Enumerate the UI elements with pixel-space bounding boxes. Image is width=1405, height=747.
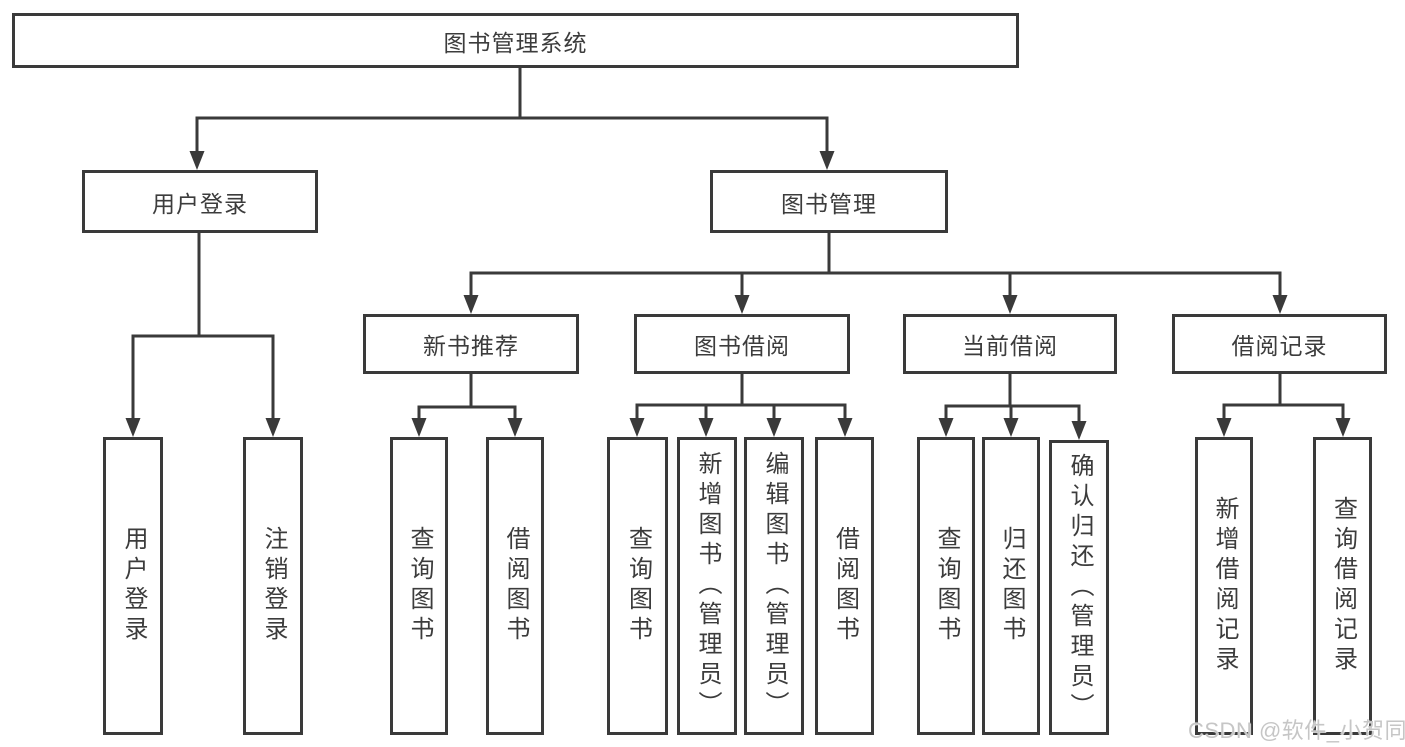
node-borrow-records: 借阅记录 — [1172, 314, 1387, 374]
node-label: 新书推荐 — [423, 333, 519, 359]
leaf-query-borrow-record: 查询借阅记录 — [1313, 437, 1372, 735]
node-label: 当前借阅 — [962, 333, 1058, 359]
leaf-borrow-books: 借阅图书 — [815, 437, 874, 735]
leaf-user-login: 用户登录 — [103, 437, 163, 735]
node-label: 借阅图书 — [831, 526, 859, 646]
node-new-book-recommend: 新书推荐 — [363, 314, 579, 374]
node-label: 查询借阅记录 — [1329, 496, 1357, 676]
node-label: 查询图书 — [624, 526, 652, 646]
node-book-management: 图书管理 — [710, 170, 948, 233]
node-label: 注销登录 — [260, 526, 287, 646]
node-current-borrow: 当前借阅 — [903, 314, 1117, 374]
node-user-login: 用户登录 — [82, 170, 318, 233]
leaf-query-books-recommend: 查询图书 — [390, 437, 448, 735]
node-label: 图书管理 — [781, 190, 877, 217]
leaf-add-borrow-record: 新增借阅记录 — [1195, 437, 1253, 735]
leaf-borrow-books-recommend: 借阅图书 — [486, 437, 544, 735]
node-label: 查询图书 — [406, 526, 433, 646]
node-label: 图书借阅 — [694, 333, 790, 359]
node-label: 新增借阅记录 — [1211, 496, 1238, 676]
leaf-return-books: 归还图书 — [982, 437, 1040, 735]
node-root-library-system: 图书管理系统 — [12, 13, 1019, 68]
node-book-borrow: 图书借阅 — [634, 314, 850, 374]
node-label: 查询图书 — [933, 526, 960, 646]
node-label: 确认归还（管理员） — [1066, 452, 1093, 723]
leaf-add-books-admin: 新增图书（管理员） — [677, 437, 737, 735]
node-label: 借阅记录 — [1231, 333, 1328, 359]
leaf-query-books-current: 查询图书 — [917, 437, 975, 735]
leaf-query-books-borrow: 查询图书 — [607, 437, 668, 735]
node-label: 用户登录 — [152, 190, 248, 217]
leaf-edit-books-admin: 编辑图书（管理员） — [744, 437, 804, 735]
node-label: 图书管理系统 — [443, 29, 588, 56]
node-label: 用户登录 — [120, 526, 147, 646]
leaf-logout: 注销登录 — [243, 437, 303, 735]
node-label: 归还图书 — [998, 526, 1025, 646]
leaf-confirm-return-admin: 确认归还（管理员） — [1049, 440, 1109, 735]
node-label: 编辑图书（管理员） — [761, 451, 788, 721]
node-label: 新增图书（管理员） — [694, 451, 721, 721]
node-label: 借阅图书 — [502, 526, 529, 646]
csdn-watermark: CSDN @软件_小贺同学 — [1188, 718, 1405, 743]
